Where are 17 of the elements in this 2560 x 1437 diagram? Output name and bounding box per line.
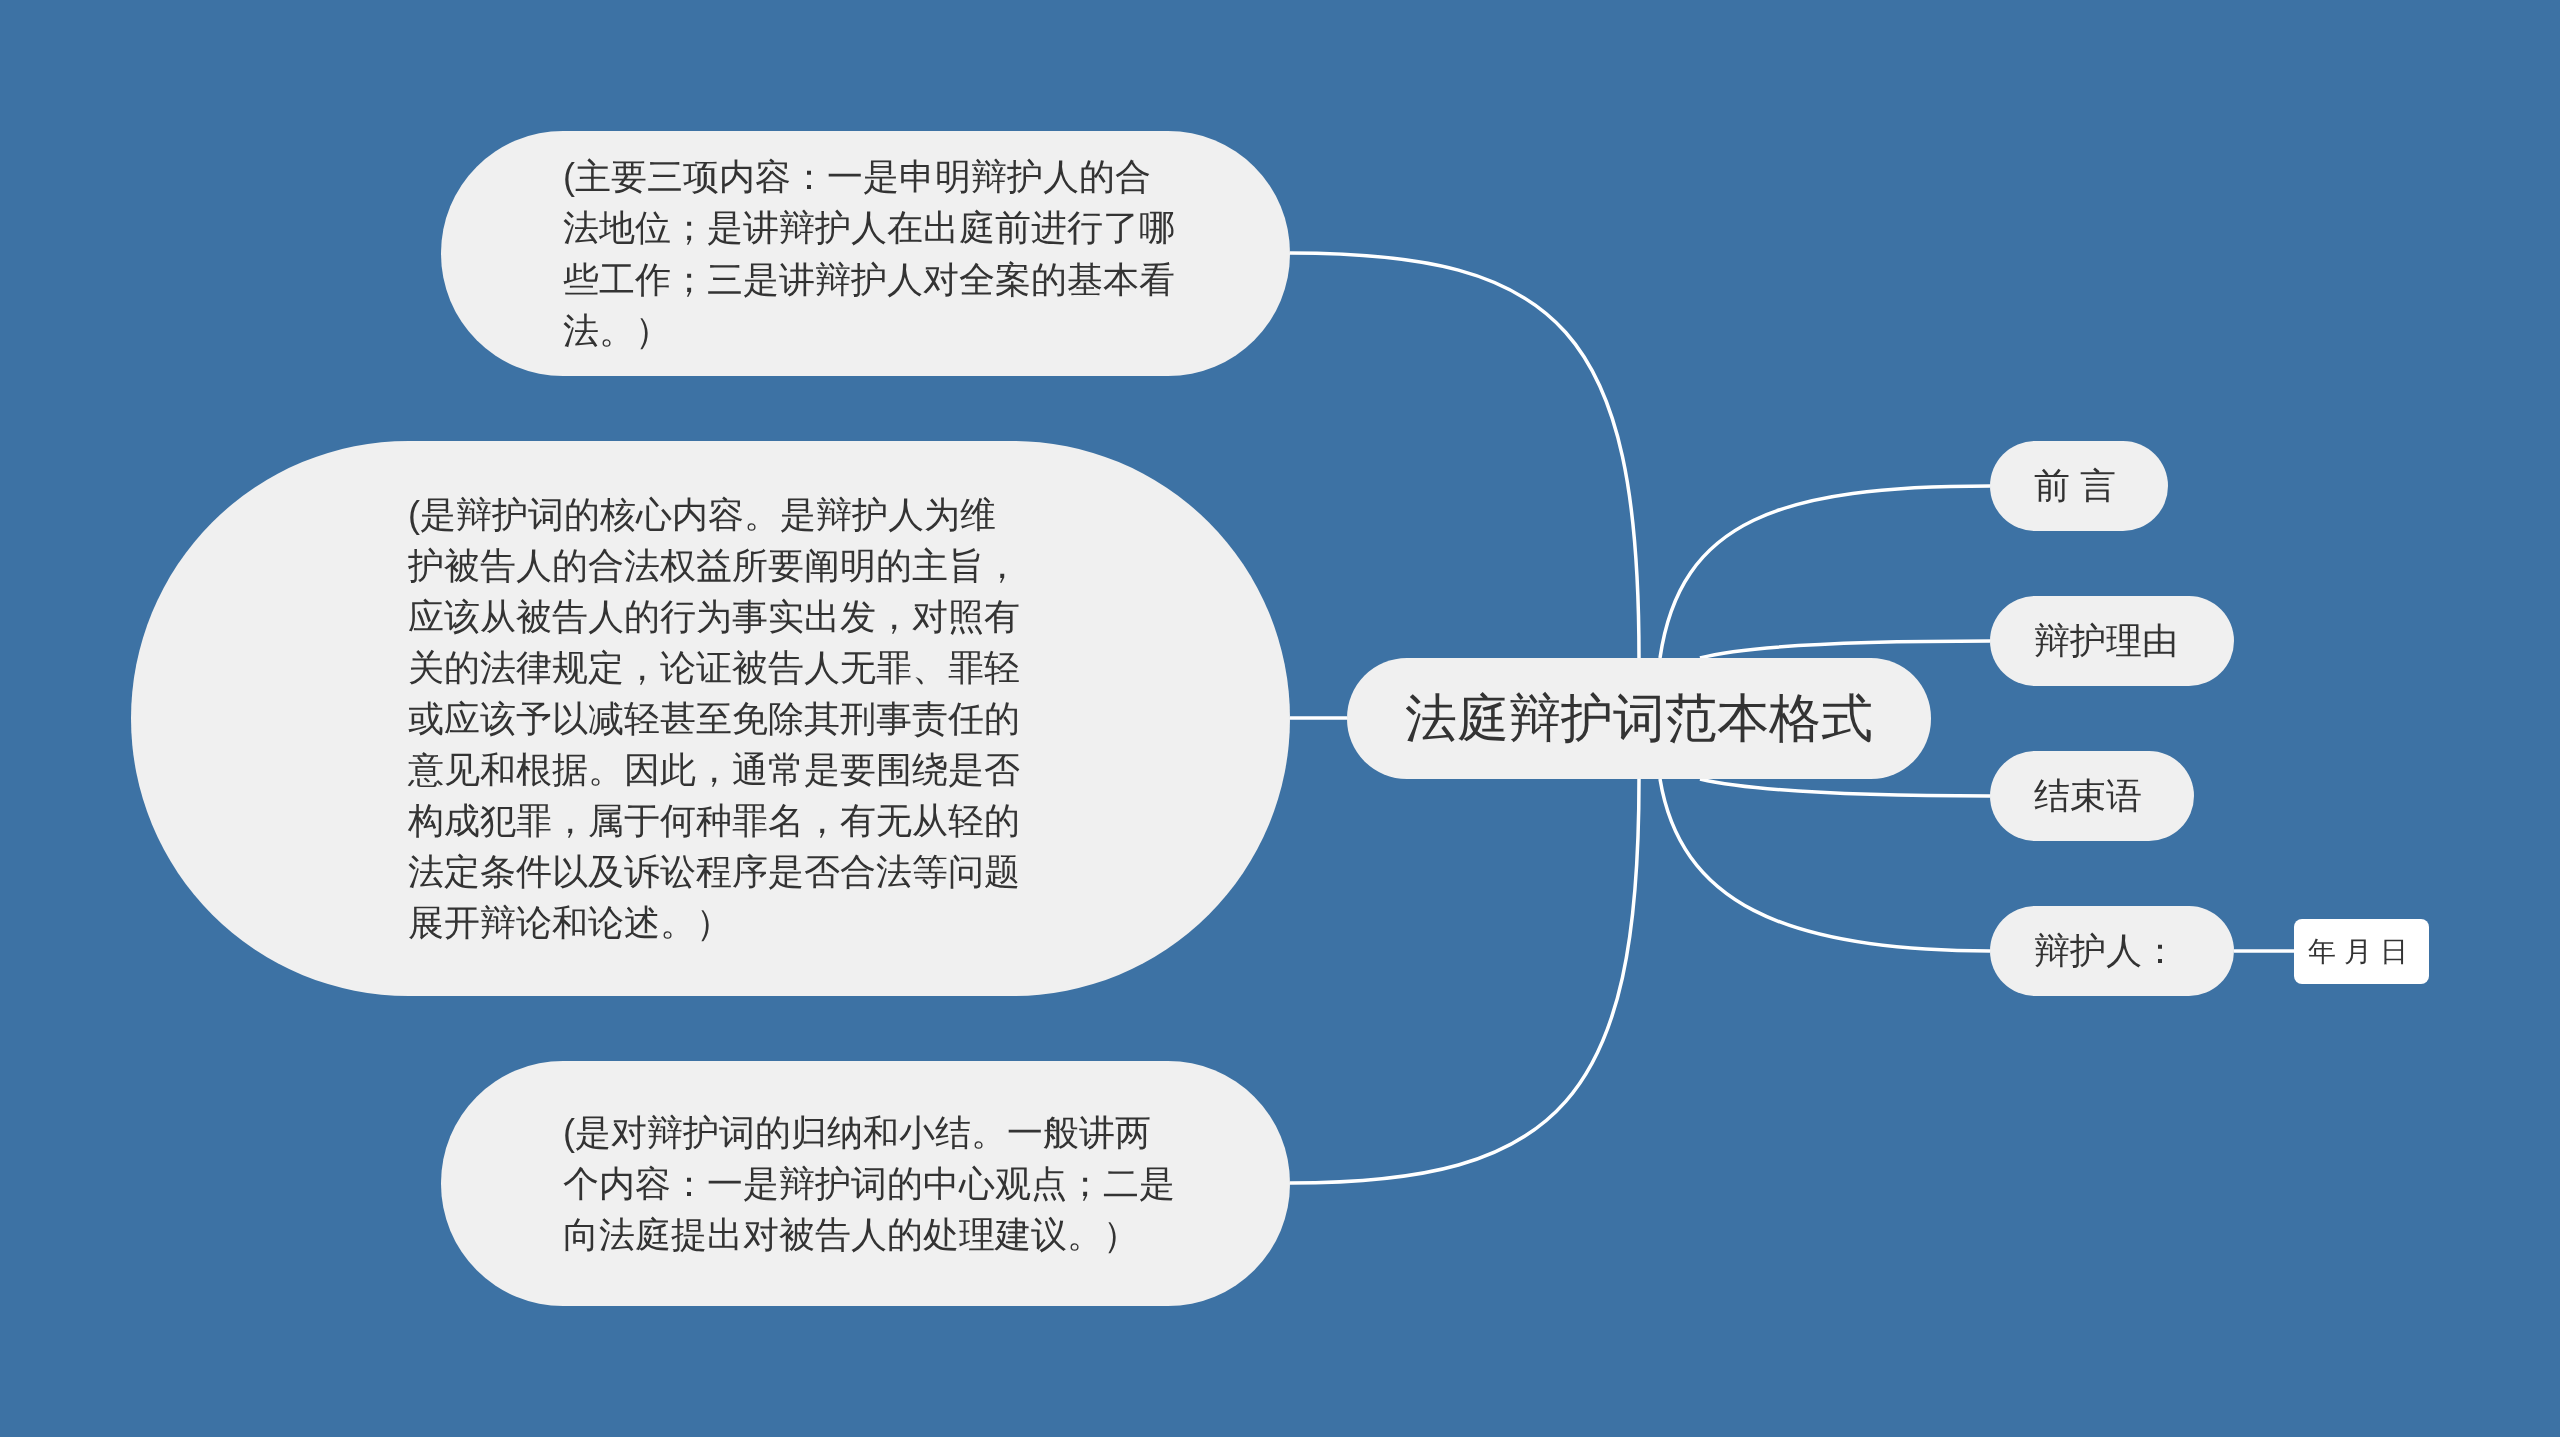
- connector-line: [1289, 778, 1641, 1185]
- topic-bubble: 前 言: [1990, 441, 2168, 531]
- connector-line: [2234, 949, 2294, 953]
- connector-line: [1699, 639, 1990, 660]
- central-topic-bubble: 法庭辩护词范本格式: [1347, 658, 1931, 779]
- connector-line: [1658, 484, 1991, 659]
- note-bubble: (主要三项内容：一是申明辩护人的合法地位；是讲辩护人在出庭前进行了哪些工作；三是讲辩护人对全案的基本看法。）: [441, 131, 1290, 376]
- connector-line: [1699, 777, 1990, 798]
- connector-line: [1290, 716, 1347, 720]
- topic-bubble: 辩护人：: [1990, 906, 2234, 996]
- connector-line: [1289, 251, 1641, 659]
- connector-line: [1658, 778, 1991, 953]
- topic-bubble: 结束语: [1990, 751, 2194, 841]
- topic-bubble: 辩护理由: [1990, 596, 2234, 686]
- note-bubble: (是对辩护词的归纳和小结。一般讲两个内容：一是辩护词的中心观点；二是向法庭提出对被告人的处理建议。）: [441, 1061, 1290, 1306]
- date-box: 年 月 日: [2294, 919, 2429, 984]
- note-bubble: (是辩护词的核心内容。是辩护人为维护被告人的合法权益所要阐明的主旨，应该从被告人的行为事实出发，对照有关的法律规定，论证被告人无罪、罪轻或应该予以减轻甚至免除其刑事责任的意见和根据。因此，通常是要围绕是否构成犯罪，属于何种罪名，有无从轻的法定条件以及诉讼程序是否合法等问题展开辩论和论述。）: [131, 441, 1290, 996]
